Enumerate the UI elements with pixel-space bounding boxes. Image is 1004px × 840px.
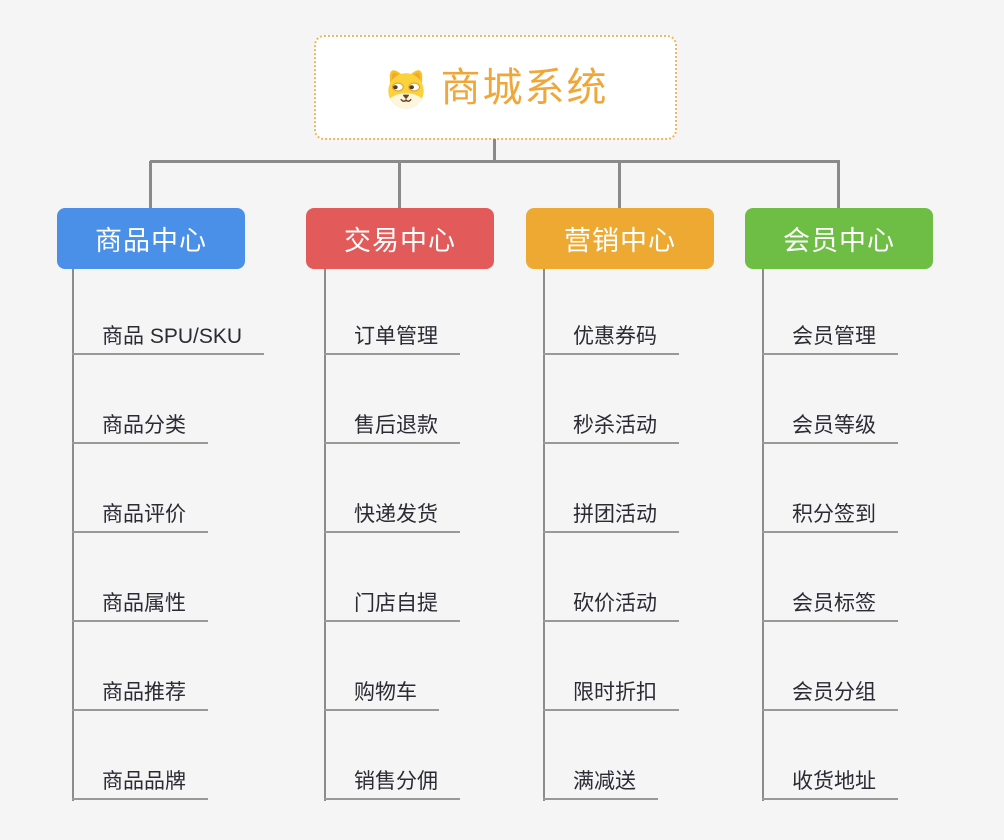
leaf-node[interactable]: 快递发货	[324, 492, 460, 533]
leaf-node[interactable]: 拼团活动	[543, 492, 679, 533]
connector-drop-trade	[398, 161, 401, 209]
leaf-node[interactable]: 购物车	[324, 670, 439, 711]
connector-horizontal-spine	[150, 160, 840, 163]
root-node[interactable]: 商城系统	[314, 35, 677, 140]
leaf-node[interactable]: 商品分类	[72, 403, 208, 444]
leaf-node[interactable]: 会员等级	[762, 403, 898, 444]
leaf-node[interactable]: 商品推荐	[72, 670, 208, 711]
leaf-node[interactable]: 商品属性	[72, 581, 208, 622]
leaf-node[interactable]: 售后退款	[324, 403, 460, 444]
leaf-node[interactable]: 收货地址	[762, 759, 898, 800]
leaf-node[interactable]: 砍价活动	[543, 581, 679, 622]
connector-root-drop	[493, 139, 496, 162]
connector-drop-product	[149, 161, 152, 209]
leaf-node[interactable]: 会员分组	[762, 670, 898, 711]
leaf-node[interactable]: 满减送	[543, 759, 658, 800]
connector-drop-member	[837, 161, 840, 209]
trunk-line-marketing	[543, 269, 545, 801]
root-title: 商城系统	[440, 65, 609, 110]
leaf-node[interactable]: 销售分佣	[324, 759, 460, 800]
shiba-dog-icon	[383, 65, 429, 111]
connector-drop-marketing	[618, 161, 621, 209]
branch-node-product-center[interactable]: 商品中心	[57, 208, 245, 269]
leaf-node[interactable]: 限时折扣	[543, 670, 679, 711]
leaf-node[interactable]: 商品品牌	[72, 759, 208, 800]
trunk-line-member	[762, 269, 764, 801]
leaf-node[interactable]: 秒杀活动	[543, 403, 679, 444]
branch-node-trade-center[interactable]: 交易中心	[306, 208, 494, 269]
leaf-node[interactable]: 积分签到	[762, 492, 898, 533]
leaf-node[interactable]: 商品 SPU/SKU	[72, 314, 265, 355]
trunk-line-product	[72, 269, 74, 801]
leaf-node[interactable]: 订单管理	[324, 314, 460, 355]
leaf-node[interactable]: 商品评价	[72, 492, 208, 533]
leaf-node[interactable]: 会员管理	[762, 314, 898, 355]
leaf-node[interactable]: 会员标签	[762, 581, 898, 622]
leaf-node[interactable]: 优惠券码	[543, 314, 679, 355]
leaf-node[interactable]: 门店自提	[324, 581, 460, 622]
trunk-line-trade	[324, 269, 326, 801]
branch-node-member-center[interactable]: 会员中心	[745, 208, 933, 269]
branch-node-marketing-center[interactable]: 营销中心	[526, 208, 714, 269]
